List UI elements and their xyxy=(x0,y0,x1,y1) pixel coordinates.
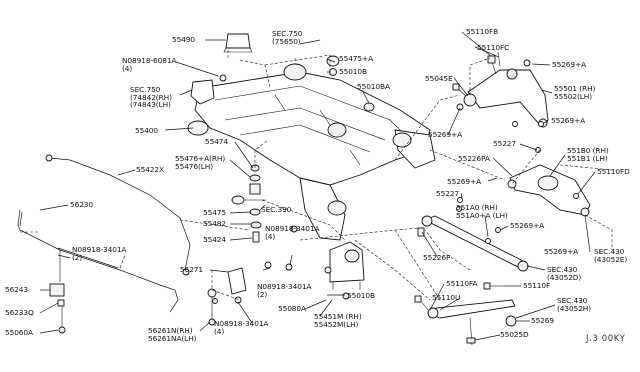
callout-55227-mid: 55227 xyxy=(436,189,460,198)
callout-sec390: SEC.390 xyxy=(261,205,292,214)
knuckle-bracket-drawing xyxy=(324,241,365,300)
callout-55226p: 55226P xyxy=(423,253,451,262)
callout-55269a-right: 55269+A xyxy=(551,116,586,125)
bracket-drawing xyxy=(190,79,215,105)
upper-arm-drawing xyxy=(452,51,549,128)
callout-55025d: 55025D xyxy=(500,330,529,339)
callout-55045e: 55045E xyxy=(425,74,453,83)
hardware-drawing xyxy=(231,164,298,271)
lower-link-drawing xyxy=(414,282,517,346)
dashed-guides xyxy=(20,50,613,301)
stabilizer-drawing xyxy=(49,157,191,271)
callout-55400: 55400 xyxy=(135,126,159,135)
callout-55110fd: 55110FD xyxy=(597,167,630,176)
callout-sec430-43052h: SEC.430 (43052H) xyxy=(557,296,592,313)
callout-55060a: 55060A xyxy=(5,328,33,337)
callout-55269a-lower: 55269+A xyxy=(510,221,545,230)
callout-08918-3401a-bottom: N08918-3401A (4) xyxy=(214,319,269,336)
callout-55010b-bottom: 55010B xyxy=(347,291,375,300)
callout-56261n: 56261N(RH) 56261NA(LH) xyxy=(148,326,197,343)
callout-56230: 56230 xyxy=(70,200,94,209)
callout-56243: 56243 xyxy=(5,285,29,294)
callout-55475a: 55475+A xyxy=(339,54,374,63)
diagram-code: J.3 00KY xyxy=(586,334,626,344)
callout-55424: 55424 xyxy=(203,235,227,244)
callout-55490: 55490 xyxy=(172,35,196,44)
callout-sec430-43052e: SEC.430 (43052E) xyxy=(594,247,628,264)
callout-55110fa: 55110FA xyxy=(446,279,478,288)
lower-arm-drawing xyxy=(507,121,591,217)
callout-08918-3401a-mid: N08918-3401A (2) xyxy=(257,282,312,299)
callout-551a0: 551A0 (RH) 551A0+A (LH) xyxy=(456,203,508,220)
callout-55476: 55476+A(RH) 55476(LH) xyxy=(175,154,226,171)
callout-55269a-mid: 55269+A xyxy=(447,177,482,186)
callout-56271: 56271 xyxy=(180,265,204,274)
callout-08918-3401a-left: N08918-3401A (2) xyxy=(72,245,127,262)
callout-55010ba: 55010BA xyxy=(357,82,390,91)
stabilizer-link-drawing xyxy=(207,267,247,326)
callout-55269-bottom: 55269 xyxy=(531,316,555,325)
callout-55422x: 55422X xyxy=(136,165,164,174)
callout-55010b-top: 55010B xyxy=(339,67,367,76)
leader-lines xyxy=(39,31,596,341)
callout-55110fb: 55110FB xyxy=(466,27,499,36)
callout-55080a: 55080A xyxy=(278,304,306,313)
callout-56233q: 56233Q xyxy=(5,308,34,317)
callout-sec750-74842: SEC.750 (74842(RH) (74843(LH) xyxy=(130,85,172,110)
lateral-link-drawing xyxy=(417,197,529,272)
callout-55451m: 55451M (RH) 55452M(LH) xyxy=(314,312,362,329)
callout-55269a-left: 55269+A xyxy=(428,130,463,139)
callout-55226pa: 55226PA xyxy=(458,154,490,163)
callout-55269a-bottom: 55269+A xyxy=(544,247,579,256)
callout-55269a-top: 55269+A xyxy=(552,60,587,69)
callout-55501: 55501 (RH) 55502(LH) xyxy=(554,84,596,101)
callout-55110f: 55110F xyxy=(523,281,551,290)
subframe-drawing xyxy=(187,63,436,241)
callout-55110fc: 55110FC xyxy=(477,43,510,52)
mount-55490-drawing xyxy=(223,33,253,53)
callout-551b0: 551B0 (RH) 551B1 (LH) xyxy=(567,146,609,163)
callout-08918-6081a: N08918-6081A (4) xyxy=(122,56,177,73)
callout-55475: 55475 xyxy=(203,208,227,217)
callout-55227-top: 55227 xyxy=(493,139,517,148)
stabilizer-bar-drawing xyxy=(17,209,179,334)
callout-sec750-75650: SEC.750 (75650) xyxy=(272,29,303,46)
callout-sec430-43052d: SEC.430 (43052D) xyxy=(547,265,582,282)
callout-55110u: 55110U xyxy=(432,293,461,302)
callout-08918-3401a-top: N08918-3401A (4) xyxy=(265,224,320,241)
callout-55482: 55482 xyxy=(203,219,227,228)
callout-55474: 55474 xyxy=(205,137,229,146)
